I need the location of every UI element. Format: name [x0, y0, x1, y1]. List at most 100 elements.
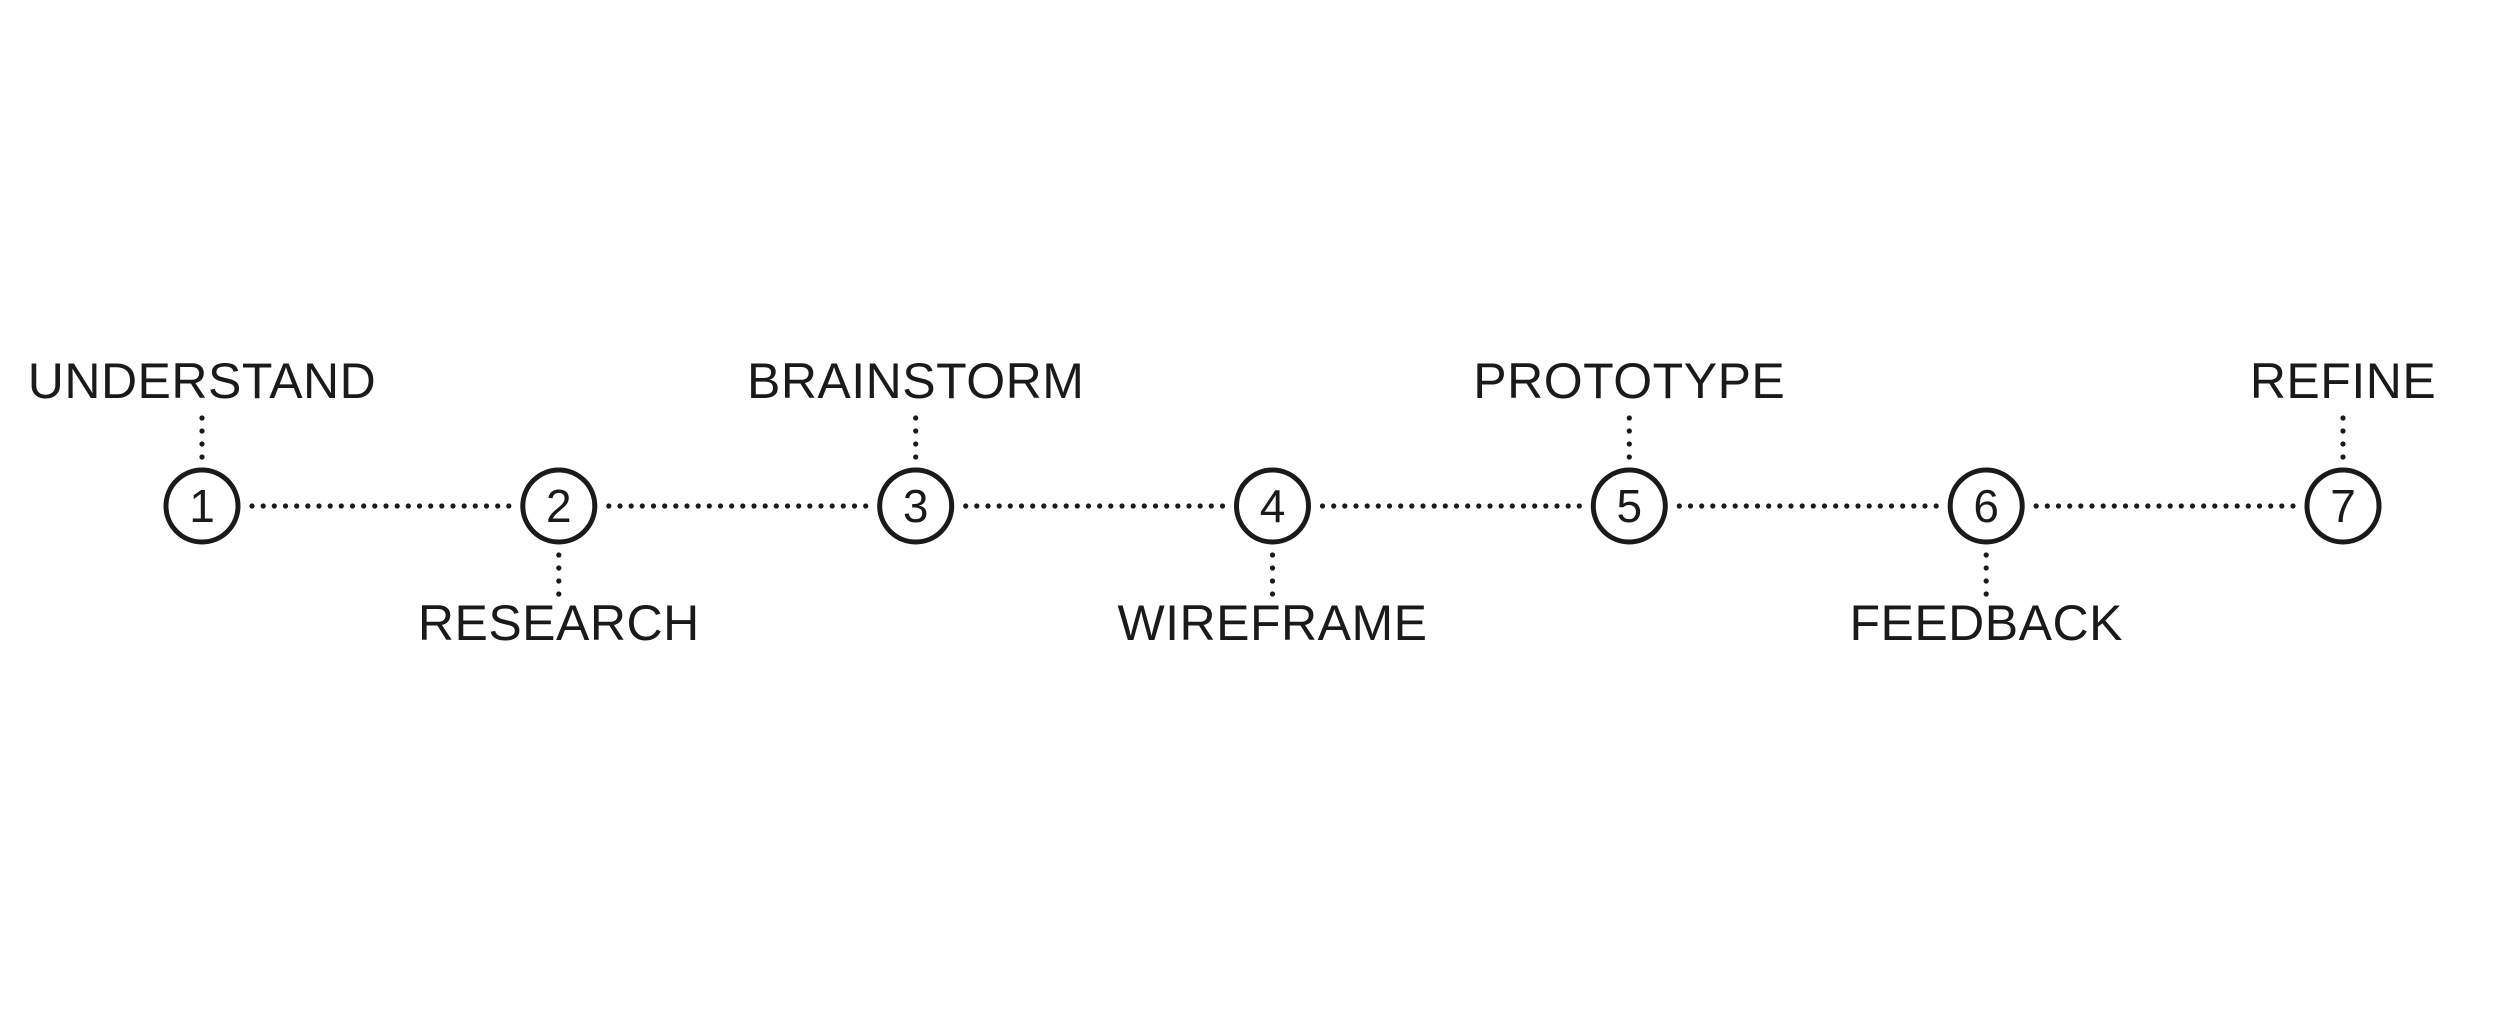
- step-number: 5: [1617, 480, 1643, 532]
- step-label-refine: REFINE: [2250, 353, 2436, 409]
- connector-dot: [1420, 503, 1426, 509]
- leader-dot: [1983, 591, 1989, 597]
- connector-dot: [338, 503, 344, 509]
- connector-dot: [1097, 503, 1103, 509]
- connector-dot: [639, 503, 645, 509]
- connector-dot: [796, 503, 802, 509]
- connector-dot: [650, 503, 657, 509]
- connector-dot: [2145, 503, 2151, 509]
- connector-dot: [851, 503, 858, 509]
- connector-dot: [1532, 503, 1538, 509]
- connector-dot: [416, 503, 423, 509]
- connector-dot: [2156, 503, 2162, 509]
- step-labels: UNDERSTANDRESEARCHBRAINSTORMWIREFRAMEPRO…: [28, 353, 2436, 651]
- leader-dot: [556, 565, 562, 571]
- connector-dot: [1766, 503, 1772, 509]
- connector-dot: [1788, 503, 1794, 509]
- leader-dot: [913, 441, 919, 447]
- connector-dot: [1743, 503, 1749, 509]
- connector-dot: [1442, 503, 1448, 509]
- connector-dot: [394, 503, 400, 509]
- connector-dot: [1030, 503, 1036, 509]
- step-node-5: 5: [1590, 467, 1668, 545]
- connector-6-7: [2033, 503, 2296, 509]
- connector-dot: [1933, 503, 1939, 509]
- connector-dot: [1754, 503, 1761, 509]
- step-number: 1: [189, 480, 215, 532]
- connector-dot: [2044, 503, 2050, 509]
- step-circle: [163, 467, 241, 545]
- connector-1-2: [249, 503, 512, 509]
- connector-dot: [1866, 503, 1872, 509]
- connector-dot: [818, 503, 824, 509]
- timeline-nodes: 1 2 3 4 5 6 7: [163, 467, 2382, 545]
- leader-dot: [1269, 578, 1276, 584]
- connector-dot: [1877, 503, 1883, 509]
- connector-dot: [1520, 503, 1527, 509]
- step-number: 3: [903, 480, 929, 532]
- step-label-understand: UNDERSTAND: [28, 353, 377, 409]
- connector-dot: [2078, 503, 2084, 509]
- connector-dot: [450, 503, 456, 509]
- connector-dot: [271, 503, 277, 509]
- connector-dot: [684, 503, 690, 509]
- connector-dot: [1052, 503, 1058, 509]
- connector-dot: [316, 503, 322, 509]
- connector-dot: [282, 503, 289, 509]
- connector-dot: [1732, 503, 1738, 509]
- connector-dot: [695, 503, 701, 509]
- connector-dot: [1911, 503, 1917, 509]
- connector-3-4: [963, 503, 1226, 509]
- step-node-2: 2: [520, 467, 598, 545]
- connector-dot: [461, 503, 467, 509]
- connector-dot: [2189, 503, 2196, 509]
- connector-dot: [1219, 503, 1226, 509]
- leader-dot: [913, 428, 919, 434]
- connector-dot: [606, 503, 612, 509]
- step-node-6: 6: [1947, 467, 2025, 545]
- connector-dot: [1018, 503, 1025, 509]
- leader-dot: [1626, 441, 1632, 447]
- step-circle: [1590, 467, 1668, 545]
- connector-dot: [260, 503, 266, 509]
- connector-dot: [1699, 503, 1705, 509]
- connector-dot: [829, 503, 835, 509]
- step-node-4: 4: [1234, 467, 1311, 545]
- connector-dot: [762, 503, 768, 509]
- connector-dot: [1152, 503, 1159, 509]
- connector-dot: [1208, 503, 1214, 509]
- step-number: 6: [1973, 480, 1999, 532]
- connector-dot: [1074, 503, 1080, 509]
- connector-dot: [974, 503, 980, 509]
- connector-dot: [1498, 503, 1504, 509]
- connector-dot: [2268, 503, 2274, 509]
- step-node-7: 7: [2304, 467, 2382, 545]
- connector-dot: [1710, 503, 1716, 509]
- leader-dot: [1269, 552, 1276, 558]
- leader-dot: [1269, 565, 1276, 571]
- leader-dot: [2340, 415, 2346, 421]
- leader-dot: [1626, 454, 1632, 460]
- connector-dot: [483, 503, 490, 509]
- connector-dot: [1844, 503, 1850, 509]
- connector-dot: [2100, 503, 2106, 509]
- connector-dot: [2256, 503, 2263, 509]
- connector-dot: [2234, 503, 2240, 509]
- leader-dot: [2340, 428, 2346, 434]
- connector-dot: [428, 503, 434, 509]
- leader-dot: [1626, 415, 1632, 421]
- connector-dot: [294, 503, 300, 509]
- connector-dot: [1041, 503, 1047, 509]
- connector-dot: [495, 503, 501, 509]
- connector-dot: [305, 503, 311, 509]
- leader-dot: [199, 428, 205, 434]
- connector-dot: [628, 503, 634, 509]
- leader-dot: [199, 441, 205, 447]
- leader-step-3: [913, 415, 919, 460]
- leader-dot: [199, 415, 205, 421]
- leader-dot: [1983, 565, 1989, 571]
- connector-dot: [2290, 503, 2296, 509]
- connector-dot: [1855, 503, 1861, 509]
- leader-dot: [556, 578, 562, 584]
